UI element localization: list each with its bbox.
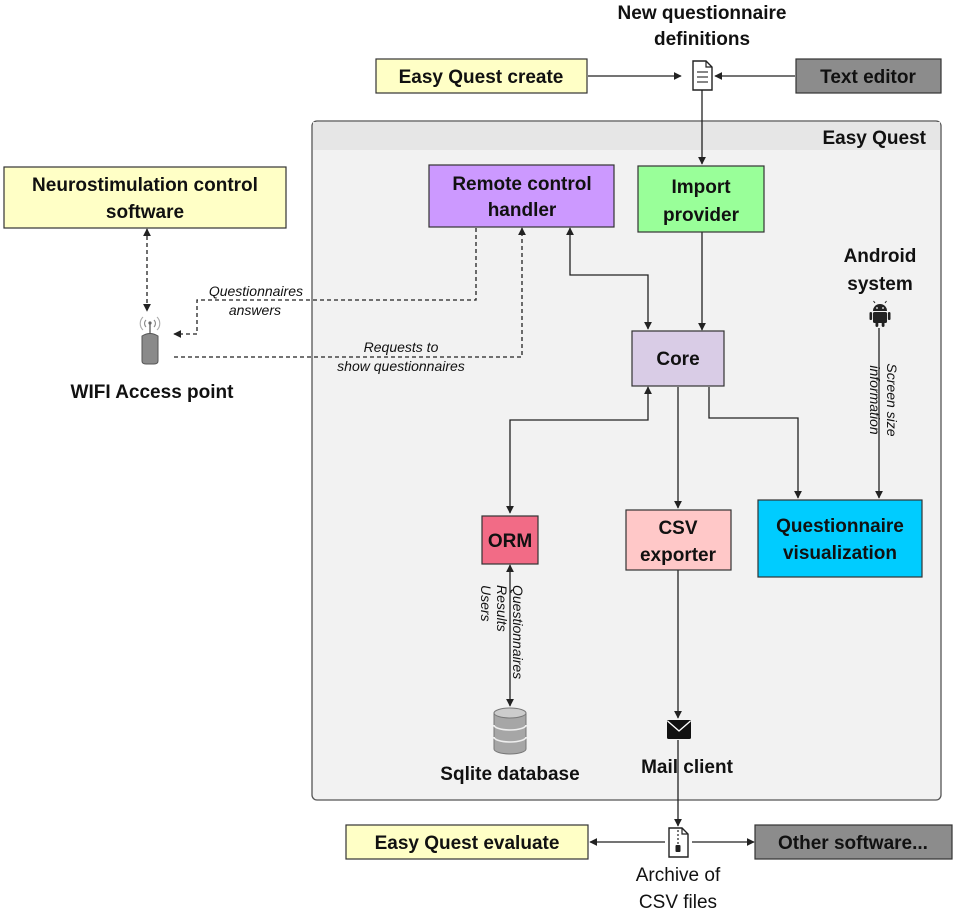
svg-text:exporter: exporter bbox=[640, 545, 717, 566]
node-core: Core bbox=[631, 330, 725, 387]
node-new-definitions: New questionnaire definitions bbox=[618, 3, 787, 91]
svg-text:Other software...: Other software... bbox=[778, 833, 928, 854]
svg-text:CSV: CSV bbox=[658, 518, 697, 539]
wifi-router-icon bbox=[139, 316, 161, 365]
svg-text:Android: Android bbox=[844, 246, 917, 267]
svg-text:handler: handler bbox=[488, 200, 557, 221]
node-neurostim: Neurostimulation control software bbox=[3, 166, 287, 229]
node-easy-quest-create: Easy Quest create bbox=[375, 58, 588, 94]
svg-text:provider: provider bbox=[663, 205, 740, 226]
edge-label-screen-size: Screen size information bbox=[867, 363, 900, 436]
svg-text:New questionnaire: New questionnaire bbox=[618, 3, 787, 24]
edge-remote-core bbox=[566, 227, 652, 330]
svg-text:definitions: definitions bbox=[654, 29, 750, 50]
svg-text:WIFI Access point: WIFI Access point bbox=[71, 382, 235, 403]
easy-quest-title-band bbox=[313, 122, 940, 150]
node-mail-client: Mail client bbox=[641, 720, 734, 778]
svg-text:Remote control: Remote control bbox=[452, 174, 591, 195]
svg-text:CSV files: CSV files bbox=[639, 892, 717, 913]
svg-text:Questionnaires: Questionnaires bbox=[209, 283, 303, 299]
svg-text:Screen size: Screen size bbox=[884, 363, 900, 436]
svg-text:Results: Results bbox=[494, 585, 510, 632]
svg-text:Sqlite database: Sqlite database bbox=[440, 764, 579, 785]
node-archive: Archive of CSV files bbox=[636, 827, 721, 913]
svg-text:Neurostimulation control: Neurostimulation control bbox=[32, 175, 258, 196]
edge-label-requests: Requests to show questionnaires bbox=[337, 339, 465, 374]
node-text-editor: Text editor bbox=[795, 58, 942, 94]
edge-label-db-content: Questionnaires Results Users bbox=[478, 585, 526, 679]
node-csv-exporter: CSV exporter bbox=[625, 509, 732, 571]
node-orm: ORM bbox=[481, 515, 539, 565]
node-sqlite: Sqlite database bbox=[440, 707, 580, 785]
svg-text:Import: Import bbox=[671, 177, 731, 198]
svg-text:system: system bbox=[847, 274, 913, 295]
node-other-software: Other software... bbox=[754, 824, 953, 860]
svg-text:Text editor: Text editor bbox=[820, 67, 916, 88]
easy-quest-container bbox=[311, 120, 942, 801]
svg-text:software: software bbox=[106, 202, 184, 223]
database-icon bbox=[493, 707, 527, 755]
svg-text:Users: Users bbox=[478, 585, 494, 622]
svg-text:Core: Core bbox=[656, 349, 699, 370]
edge-label-questionnaires-answers: Questionnaires answers bbox=[209, 283, 303, 318]
svg-text:Mail client: Mail client bbox=[641, 757, 734, 778]
svg-text:Easy Quest evaluate: Easy Quest evaluate bbox=[375, 833, 560, 854]
node-remote-control: Remote control handler bbox=[428, 164, 615, 228]
envelope-icon bbox=[667, 720, 691, 739]
android-icon bbox=[869, 300, 891, 327]
svg-text:Questionnaire: Questionnaire bbox=[776, 516, 904, 537]
zip-file-icon bbox=[668, 827, 689, 858]
easy-quest-title: Easy Quest bbox=[823, 128, 927, 149]
svg-text:ORM: ORM bbox=[488, 531, 532, 552]
edge-core-orm bbox=[506, 386, 652, 514]
svg-text:information: information bbox=[867, 365, 883, 434]
svg-text:show questionnaires: show questionnaires bbox=[337, 358, 465, 374]
svg-text:Archive of: Archive of bbox=[636, 865, 721, 886]
node-android: Android system bbox=[844, 246, 917, 327]
svg-text:Requests to: Requests to bbox=[364, 339, 439, 355]
node-easy-quest-evaluate: Easy Quest evaluate bbox=[345, 824, 589, 860]
node-questionnaire-visualization: Questionnaire visualization bbox=[757, 499, 923, 578]
edge-remote-to-wifi-answers bbox=[173, 228, 477, 338]
svg-text:Easy Quest create: Easy Quest create bbox=[399, 67, 564, 88]
edge-core-to-visualization bbox=[708, 387, 802, 499]
svg-text:Questionnaires: Questionnaires bbox=[510, 585, 526, 679]
document-icon bbox=[692, 60, 713, 91]
edge-wifi-to-remote-requests bbox=[174, 227, 526, 358]
node-import-provider: Import provider bbox=[637, 165, 765, 233]
svg-text:visualization: visualization bbox=[783, 543, 897, 564]
node-wifi: WIFI Access point bbox=[71, 316, 235, 403]
svg-text:answers: answers bbox=[229, 302, 281, 318]
